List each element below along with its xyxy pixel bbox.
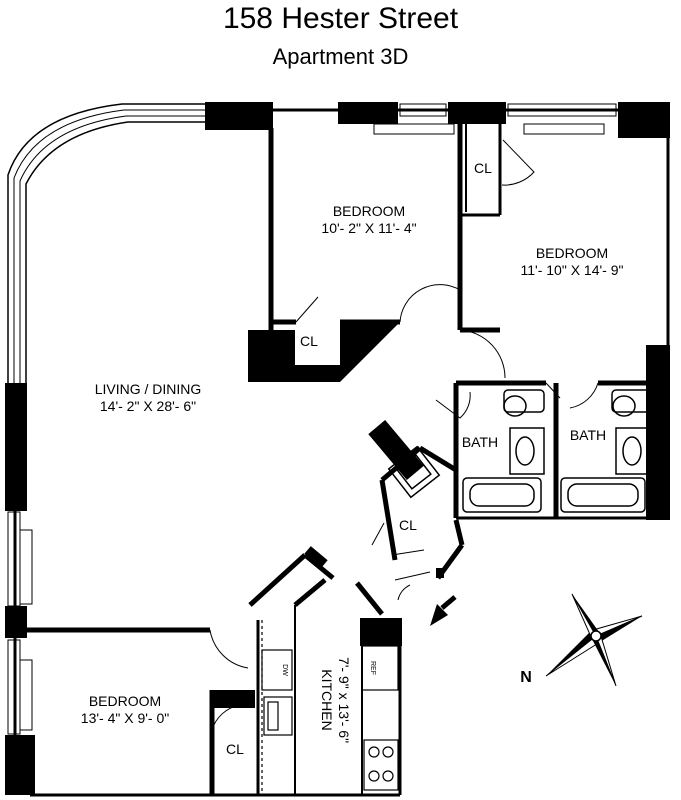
- window-sill: [19, 529, 33, 605]
- closet-door: [391, 549, 431, 581]
- bath-fixtures: [387, 389, 653, 513]
- wall-block: [618, 102, 670, 138]
- bathtub-inner: [567, 483, 639, 507]
- door-swing: [209, 629, 249, 669]
- windows-left: [7, 511, 33, 735]
- refrigerator: [361, 645, 399, 691]
- wall-block: [205, 102, 273, 130]
- door-swing: [399, 284, 461, 323]
- dishwasher: [261, 649, 293, 691]
- wall: [355, 581, 384, 616]
- refrigerator-label: REF: [369, 661, 376, 675]
- living-dining-dims: 14'- 2" X 28'- 6": [100, 398, 196, 414]
- apartment-number: Apartment 3D: [272, 44, 409, 69]
- stove: [363, 739, 399, 791]
- closet-door: [501, 139, 535, 186]
- toilet-icon: [612, 395, 636, 417]
- sink-icon: [515, 436, 535, 466]
- wall-block: [304, 546, 328, 568]
- vanity: [615, 427, 651, 475]
- wall: [303, 553, 335, 580]
- bath-door: [545, 382, 599, 409]
- bedroom-top-dims: 10'- 2" X 11'- 4": [321, 220, 416, 236]
- window: [399, 103, 447, 117]
- wall-block: [360, 618, 402, 646]
- wall-block: [5, 383, 27, 511]
- bedroom-top-label: BEDROOM: [333, 203, 405, 219]
- vanity: [509, 427, 545, 475]
- bedroom-right-dims: 11'- 10" X 14'- 9": [521, 262, 624, 278]
- dishwasher-label: DW: [281, 664, 288, 676]
- wall-block: [368, 419, 424, 481]
- wall-block: [436, 568, 444, 578]
- sink-icon: [622, 436, 642, 466]
- bathtub: [560, 477, 646, 513]
- window: [507, 103, 617, 117]
- closet-right-bedroom-label: CL: [474, 160, 492, 176]
- entry-arrow-icon: [430, 595, 457, 626]
- wall-block: [5, 606, 27, 638]
- wall-block: [210, 690, 255, 708]
- door-swing: [459, 329, 506, 379]
- burner-icon: [382, 746, 394, 758]
- closet-bottom-bedroom-label: CL: [226, 741, 244, 757]
- property-address: 158 Hester Street: [222, 2, 459, 35]
- bedroom-bottom-dims: 13'- 4" X 9'- 0": [81, 710, 169, 726]
- wall: [248, 553, 307, 607]
- structural-fills: [210, 322, 444, 708]
- wall: [379, 479, 398, 561]
- utility-box-inner: [396, 454, 432, 490]
- kitchen-dims: 7'- 9" x 13'- 6": [336, 657, 352, 743]
- doors: [209, 139, 599, 731]
- wall: [293, 578, 327, 607]
- windows-top: [373, 103, 617, 135]
- bathtub: [462, 477, 542, 513]
- window-sill: [373, 123, 455, 135]
- closet-door: [211, 704, 241, 731]
- burner-icon: [382, 770, 394, 782]
- sink-basin: [267, 701, 279, 731]
- closet-top-bedroom-label: CL: [300, 333, 318, 349]
- wall-block: [338, 102, 398, 124]
- bedroom-bottom-label: BEDROOM: [89, 693, 161, 709]
- utility-box: [387, 445, 441, 499]
- entry-door: [371, 522, 411, 601]
- sink: [263, 696, 293, 736]
- bath-door: [435, 391, 471, 419]
- living-dining-label: LIVING / DINING: [95, 381, 202, 397]
- bedroom-right-label: BEDROOM: [536, 245, 608, 261]
- bathtub-inner: [469, 483, 535, 507]
- kitchen-label: KITCHEN: [319, 669, 335, 730]
- closet-hall-label: CL: [399, 517, 417, 533]
- closet-door: [295, 296, 319, 323]
- wall: [453, 519, 465, 546]
- bath-left-label: BATH: [462, 434, 498, 450]
- exterior-walls: [5, 102, 670, 795]
- wall-block: [5, 735, 35, 795]
- window-sill: [19, 659, 33, 731]
- bath-right-label: BATH: [570, 427, 606, 443]
- wall-block: [248, 330, 270, 382]
- compass-rose-icon: [545, 593, 643, 687]
- bay-window: [7, 103, 205, 385]
- toilet-icon: [503, 395, 527, 417]
- burner-icon: [368, 746, 380, 758]
- wall-block: [250, 322, 400, 382]
- compass-north-label: N: [520, 669, 532, 686]
- kitchen-fixtures: [261, 605, 399, 795]
- wall-block: [448, 102, 506, 124]
- burner-icon: [368, 770, 380, 782]
- window-sill: [523, 123, 605, 135]
- wall: [418, 445, 458, 473]
